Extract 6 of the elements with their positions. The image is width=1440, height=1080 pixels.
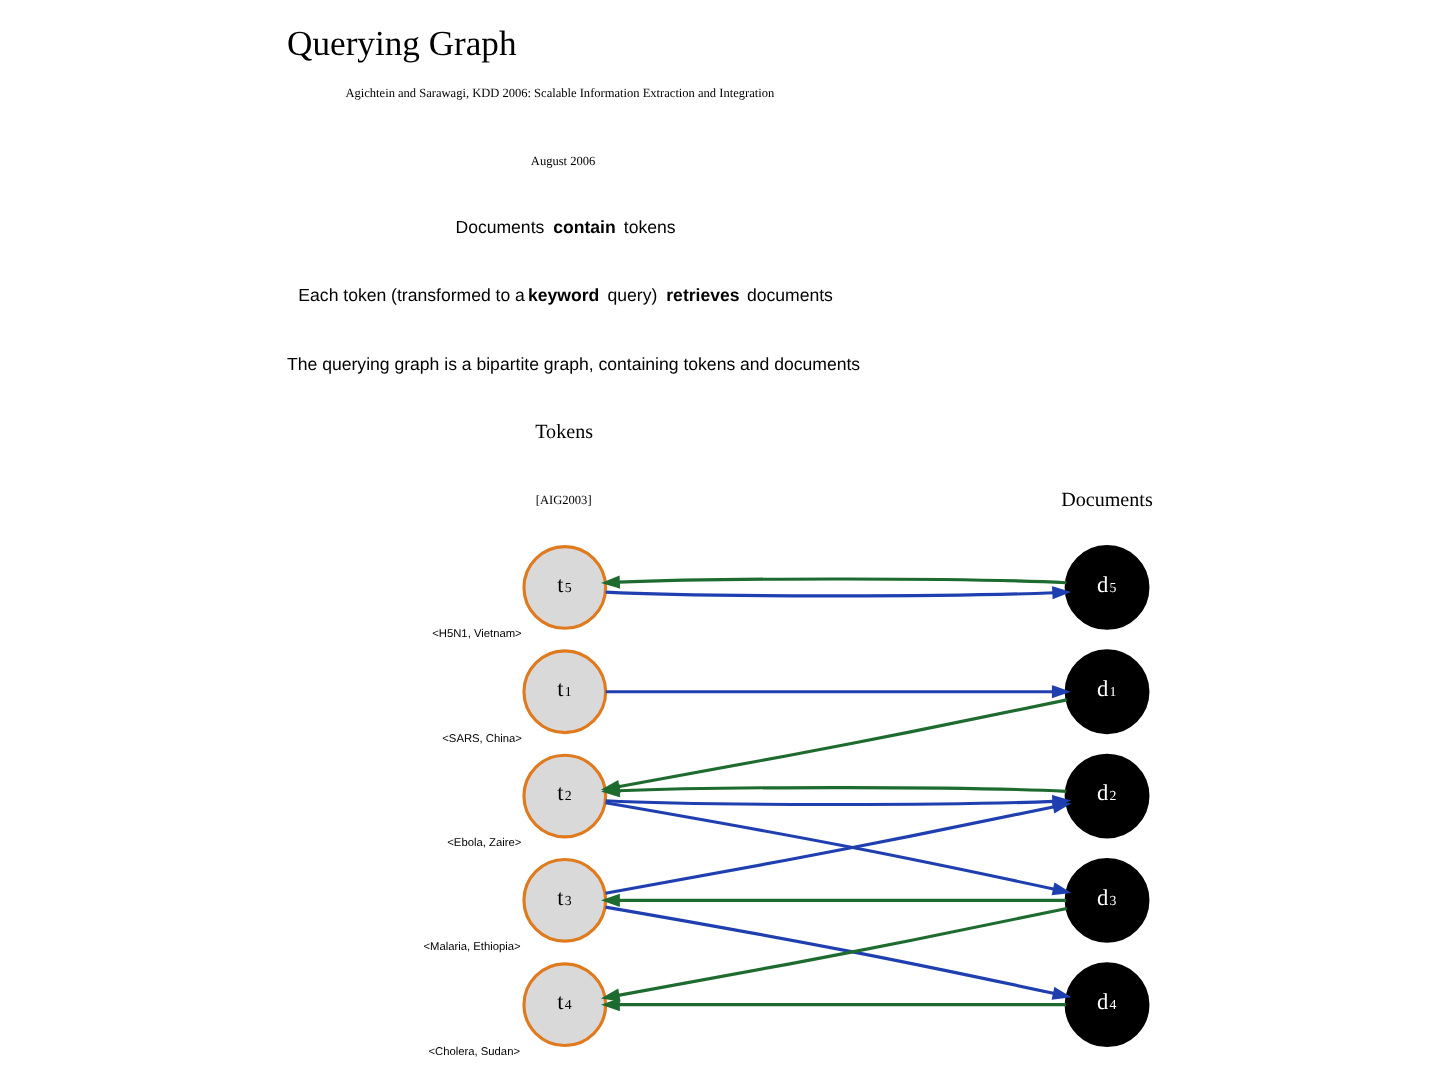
label: Tokens bbox=[535, 421, 594, 444]
label: Documents contain tokens bbox=[455, 216, 676, 237]
label: The querying graph is a bipartite graph, containing tokens and documents bbox=[287, 353, 861, 374]
label: Documents bbox=[1061, 489, 1153, 512]
diagram-title: Querying Graph bbox=[287, 23, 517, 64]
label: Each token (transformed to a keyword query) retrieves documents bbox=[298, 284, 833, 305]
